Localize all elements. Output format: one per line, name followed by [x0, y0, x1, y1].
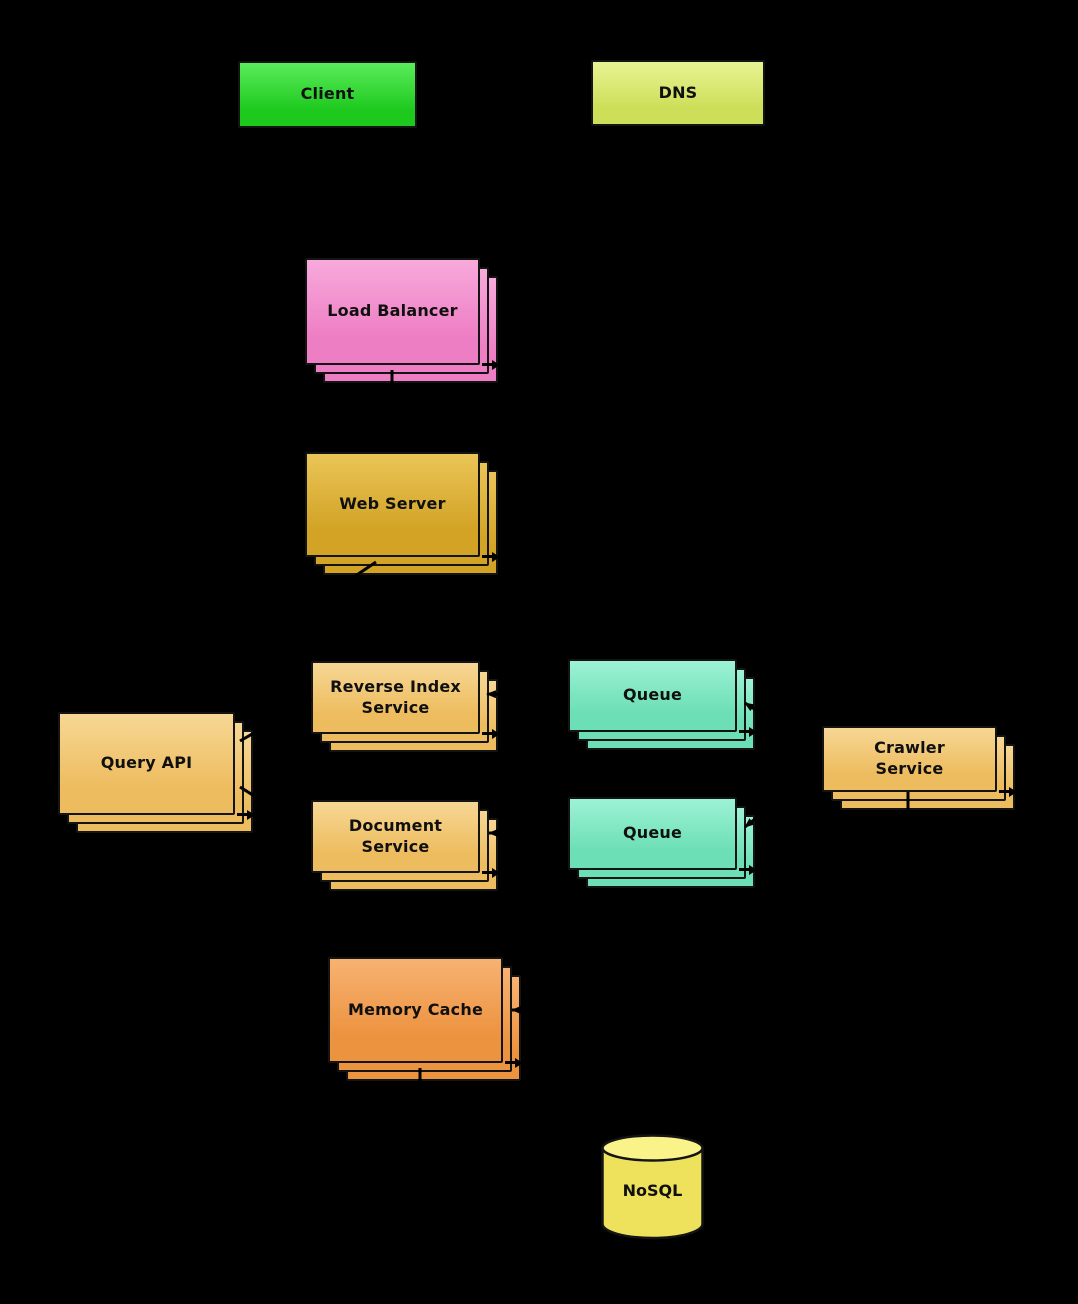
node-label: Reverse Index Service: [330, 676, 461, 717]
node-label: DNS: [658, 82, 698, 102]
stack-arrow-icon: [482, 359, 500, 370]
node-label: Document Service: [348, 815, 443, 856]
edge-query-api-memory-cache: [148, 833, 324, 1009]
stack-arrow-icon: [999, 786, 1017, 797]
node-label: Web Server: [339, 494, 446, 514]
stack-arrow-icon: [237, 809, 255, 820]
stack-arrow-icon: [739, 864, 757, 875]
nosql-node: NoSQL: [600, 1133, 705, 1240]
node-face: Queue: [568, 659, 737, 732]
node-label: Query API: [100, 753, 193, 773]
dns-node: DNS: [591, 60, 765, 126]
node-label: Load Balancer: [327, 301, 458, 321]
stack-arrow-icon: [482, 728, 500, 739]
node-face: Queue: [568, 797, 737, 870]
node-face: DNS: [591, 60, 765, 126]
node-face: Client: [238, 61, 417, 128]
node-face: Web Server: [305, 452, 480, 557]
node-label: Queue: [622, 685, 683, 705]
edge-queue-top-reverse-index: [486, 690, 567, 699]
node-face: Query API: [58, 712, 235, 815]
edge-client-load-balancer: [326, 128, 396, 254]
node-face: Document Service: [311, 800, 480, 873]
memory-cache-node: Memory Cache: [328, 957, 523, 1081]
node-label: Crawler Service: [874, 738, 945, 778]
stack-arrow-icon: [482, 551, 500, 562]
node-face: Crawler Service: [822, 726, 997, 792]
node-label: NoSQL: [622, 1181, 683, 1200]
web-server-node: Web Server: [305, 452, 500, 575]
queue-top-node: Queue: [568, 659, 757, 750]
node-label: Client: [300, 84, 355, 104]
node-face: Memory Cache: [328, 957, 503, 1063]
reverse-index-service-node: Reverse Index Service: [311, 661, 500, 752]
crawler-service-node: Crawler Service: [822, 726, 1017, 810]
query-api-node: Query API: [58, 712, 255, 833]
node-label: Queue: [622, 823, 683, 843]
queue-bottom-node: Queue: [568, 797, 757, 888]
node-face: Reverse Index Service: [311, 661, 480, 734]
node-label: Memory Cache: [348, 999, 483, 1019]
load-balancer-node: Load Balancer: [305, 258, 500, 383]
stack-arrow-icon: [505, 1057, 523, 1068]
document-service-node: Document Service: [311, 800, 500, 891]
client-node: Client: [238, 61, 417, 128]
node-face: Load Balancer: [305, 258, 480, 365]
stack-arrow-icon: [482, 867, 500, 878]
stack-arrow-icon: [739, 726, 757, 737]
edge-memory-cache-nosql: [418, 1068, 597, 1191]
edge-crawler-queue-bottom: [744, 765, 821, 829]
database-cylinder-icon: [601, 1134, 704, 1240]
